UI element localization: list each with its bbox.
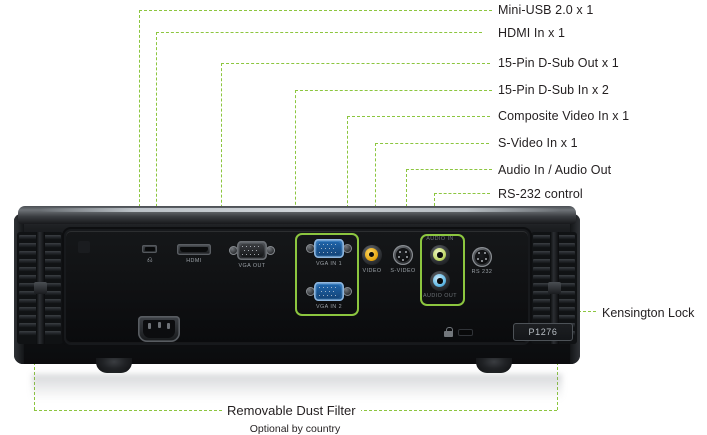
- leader-v-composite: [347, 116, 348, 223]
- io-panel-plate: ⎌ HDMI VGA OUT: [66, 231, 573, 343]
- kensington-lock-icon: [444, 327, 453, 337]
- hdmi-port-label: HDMI: [186, 258, 202, 264]
- s-video-label: S-VIDEO: [390, 268, 416, 274]
- leader-v-dsub-out: [221, 63, 222, 223]
- top-bezel-highlight: [40, 208, 560, 212]
- kensington-lock-slot[interactable]: [458, 329, 473, 336]
- leader-v-svideo: [375, 143, 376, 223]
- callout-label-hdmi-in: HDMI In x 1: [498, 26, 566, 40]
- callout-label-kensington-lock: Kensington Lock: [602, 306, 695, 320]
- mini-usb-icon: ⎌: [146, 257, 154, 264]
- leader-h-dsub-in: [295, 90, 492, 91]
- projector-rear-view: ⎌ HDMI VGA OUT: [14, 206, 580, 400]
- callout-label-dsub-out: 15-Pin D-Sub Out x 1: [498, 56, 619, 70]
- composite-video-jack[interactable]: [362, 245, 382, 265]
- callout-label-mini-usb: Mini-USB 2.0 x 1: [498, 3, 594, 17]
- callout-label-dsub-in: 15-Pin D-Sub In x 2: [498, 83, 609, 97]
- leader-h-audio: [406, 169, 492, 170]
- composite-video-label: VIDEO: [362, 268, 382, 274]
- audio-in-jack[interactable]: [430, 245, 450, 265]
- leader-h-dsub-out: [221, 63, 490, 64]
- callout-sublabel-dust-filter: Optional by country: [249, 423, 341, 435]
- warning-icon: [78, 241, 90, 253]
- callout-label-s-video: S-Video In x 1: [498, 136, 578, 150]
- chassis-top-bezel: [18, 206, 576, 224]
- model-badge: P1276: [513, 323, 573, 341]
- leader-h-hdmi: [156, 32, 482, 33]
- rs232-jack[interactable]: [472, 247, 492, 267]
- leader-v-dust-left: [34, 357, 35, 410]
- leader-v-audio: [406, 169, 407, 227]
- audio-out-label: AUDIO OUT: [423, 293, 457, 299]
- vga-in-1-label: VGA IN 1: [315, 261, 343, 267]
- s-video-jack[interactable]: [393, 245, 413, 265]
- leader-h-mini-usb: [139, 10, 492, 11]
- projector-foot-left: [96, 358, 132, 373]
- callout-label-composite-video: Composite Video In x 1: [498, 109, 630, 123]
- leader-v-dust-right: [557, 357, 558, 410]
- leader-h-rs232: [434, 193, 490, 194]
- vga-in-2-label: VGA IN 2: [315, 304, 343, 310]
- callout-label-audio: Audio In / Audio Out: [498, 163, 612, 177]
- callout-label-dust-filter: Removable Dust Filter: [222, 403, 361, 418]
- surface-reflection: [32, 374, 562, 400]
- audio-in-label: AUDIO IN: [426, 236, 454, 242]
- leader-v-hdmi: [156, 32, 157, 222]
- vga-out-port[interactable]: [229, 241, 275, 260]
- vent-grille-left: [17, 232, 63, 344]
- audio-out-jack[interactable]: [430, 271, 450, 291]
- callout-label-rs232: RS-232 control: [498, 187, 583, 201]
- ac-power-socket[interactable]: [138, 316, 180, 342]
- leader-h-svideo: [375, 143, 489, 144]
- vga-out-label: VGA OUT: [238, 263, 266, 269]
- leader-v-dsub-in: [295, 90, 296, 225]
- rs232-label: RS 232: [471, 269, 493, 275]
- projector-foot-right: [476, 358, 512, 373]
- vga-in-2-port[interactable]: [306, 282, 352, 301]
- leader-h-composite: [347, 116, 490, 117]
- mini-usb-port[interactable]: [142, 245, 157, 253]
- vga-in-1-port[interactable]: [306, 239, 352, 258]
- leader-v-mini-usb: [139, 10, 140, 222]
- hdmi-port[interactable]: [177, 244, 211, 255]
